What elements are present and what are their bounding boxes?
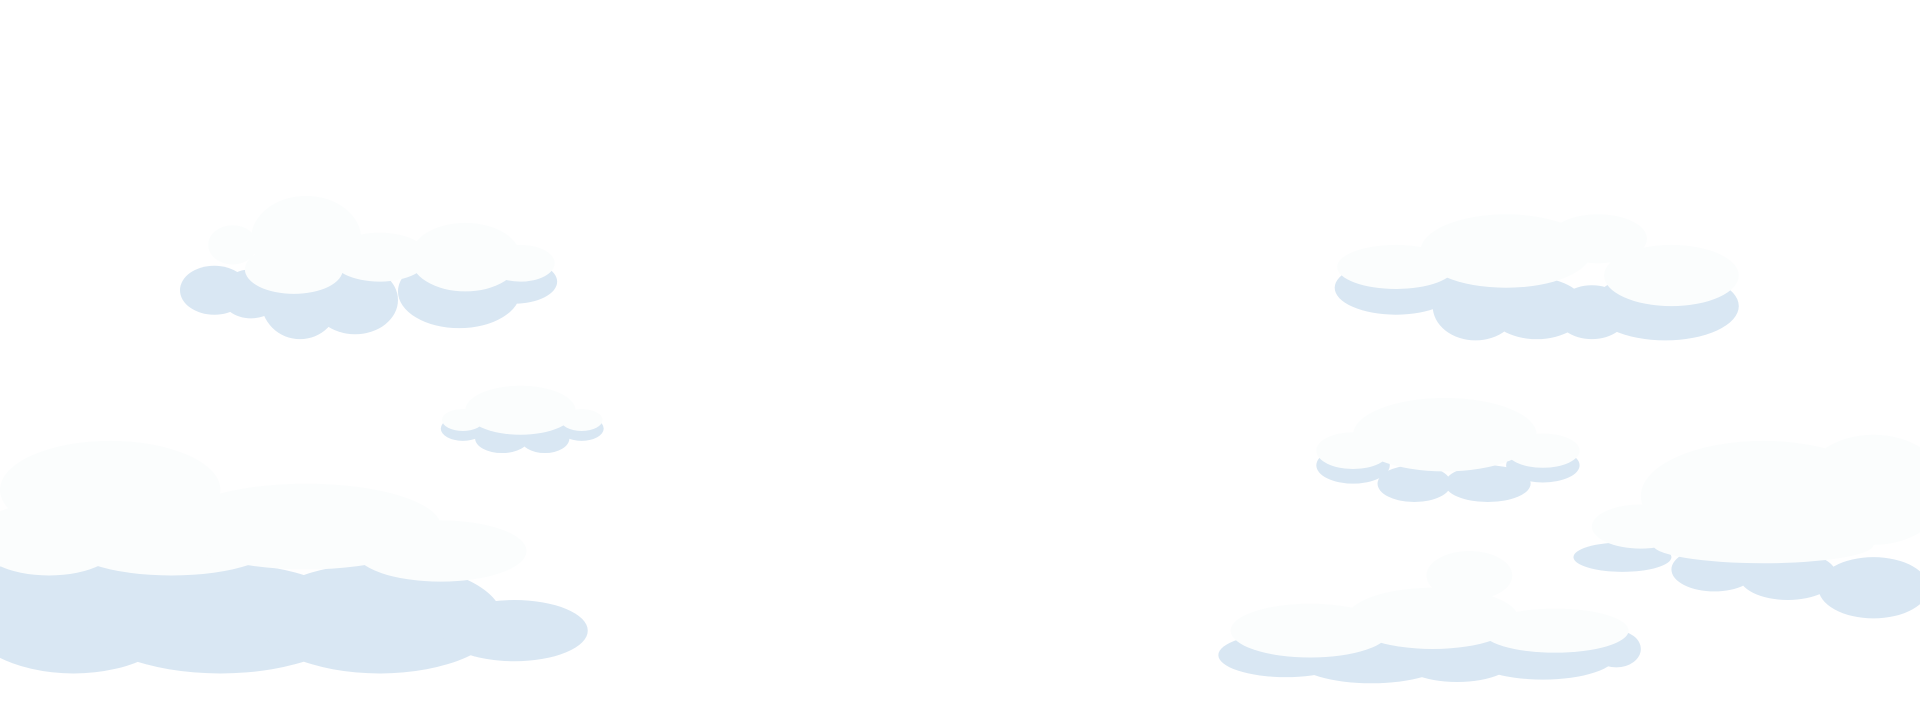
cloud-puff xyxy=(410,222,521,292)
cloud-puff xyxy=(560,408,603,432)
cloud-shadow-puff xyxy=(1377,465,1452,503)
cloud-highlight xyxy=(0,440,527,582)
cloud-puff xyxy=(244,244,343,294)
cloud-puff xyxy=(1653,526,1874,564)
cloud-puff xyxy=(1506,433,1580,468)
cloud-puff xyxy=(1420,214,1592,288)
cloud-highlight xyxy=(1591,434,1920,564)
cloud-puff xyxy=(1346,587,1519,649)
cloud-shadow-puff xyxy=(440,600,588,662)
cloud-highlight xyxy=(1230,551,1629,658)
cloud-top-right xyxy=(1334,214,1739,341)
cloud-highlight xyxy=(1337,214,1739,307)
cloud-bottom-left xyxy=(0,440,588,674)
cloud-bottom-center-right xyxy=(1218,551,1641,684)
cloud-puff xyxy=(330,232,429,282)
cloud-puff xyxy=(1604,244,1739,307)
cloud-highlight xyxy=(208,195,555,294)
cloud-puff xyxy=(465,385,576,435)
cloud-small-center xyxy=(440,385,604,454)
cloud-puff xyxy=(1426,551,1513,600)
cloud-puff xyxy=(1353,397,1537,472)
cloud-shadow-puff xyxy=(1818,557,1920,619)
cloud-shadow xyxy=(0,551,588,674)
cloud-puff xyxy=(486,244,555,282)
cloud-highlight xyxy=(442,385,603,435)
cloud-puff xyxy=(208,225,258,265)
cloud-shadow-puff xyxy=(257,563,503,674)
cloud-puff xyxy=(355,520,527,582)
cloud-puff xyxy=(1548,214,1647,264)
cloud-top-left xyxy=(180,195,558,340)
cloud-mid-right xyxy=(1316,397,1580,503)
cloud-highlight xyxy=(1316,397,1580,472)
cloud-far-right xyxy=(1573,434,1920,619)
cloud-shadow-puff xyxy=(1444,465,1531,503)
cloud-puff xyxy=(1800,434,1920,545)
cloud-puff xyxy=(1481,608,1629,653)
cloud-shadow-puff xyxy=(1573,542,1672,572)
